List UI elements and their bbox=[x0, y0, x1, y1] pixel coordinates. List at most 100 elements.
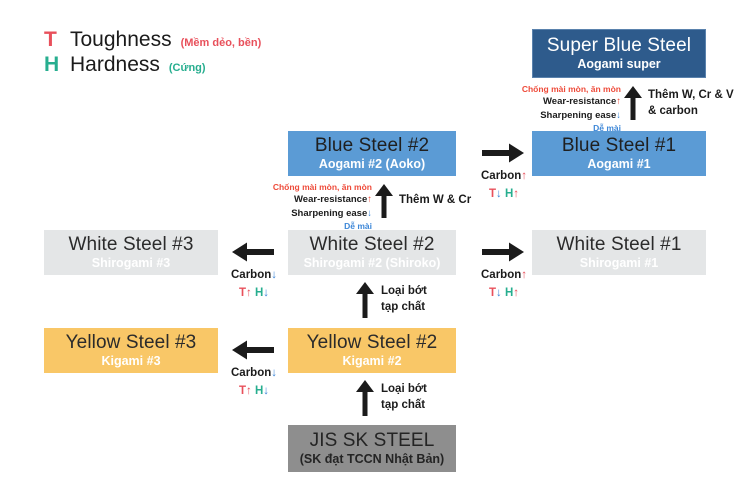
arrow-down-icon: ↓ bbox=[263, 384, 270, 397]
toughness-key: T bbox=[488, 187, 496, 200]
node-subtitle: Kigami #3 bbox=[101, 354, 161, 369]
hardness-key: H bbox=[254, 384, 264, 397]
legend-word-toughness: Toughness bbox=[70, 28, 172, 51]
legend-row-hardness: H Hardness (Cứng) bbox=[44, 53, 261, 76]
legend-vn-toughness: (Mềm dẻo, bền) bbox=[180, 37, 262, 49]
arrow-down-icon: ↓ bbox=[496, 286, 502, 299]
annotation-sharpening-ease: Sharpening ease↓ bbox=[262, 207, 372, 220]
arrow-down-icon: ↓ bbox=[496, 187, 502, 200]
node-title: White Steel #3 bbox=[68, 233, 194, 255]
carbon-label: Carbon bbox=[481, 170, 522, 182]
hardness-key: H bbox=[504, 187, 514, 200]
arrow-up-purify-yellow bbox=[355, 378, 375, 416]
node-white-steel-2[interactable]: White Steel #2 Shirogami #2 (Shiroko) bbox=[288, 230, 456, 275]
purify-line-2: tạp chất bbox=[381, 398, 426, 411]
arrow-label-yellow-carbon-down: Carbon↓ T↑ H↓ bbox=[216, 365, 292, 401]
annotation-blue-text: Chống mài mòn, ăn mòn Wear-resistance↑ S… bbox=[262, 181, 372, 232]
arrow-left-yellow-steel bbox=[232, 339, 274, 361]
arrow-up-icon: ↑ bbox=[521, 170, 527, 182]
arrow-left-white-steel bbox=[232, 241, 274, 263]
node-yellow-steel-2[interactable]: Yellow Steel #2 Kigami #2 bbox=[288, 328, 456, 373]
additives-line-1: Thêm W & Cr bbox=[399, 194, 472, 206]
arrow-up-blue-steel bbox=[374, 182, 394, 218]
arrow-label-white-carbon-up: Carbon ↑ T↓ H↑ bbox=[466, 267, 542, 303]
arrow-up-icon: ↑ bbox=[246, 384, 252, 397]
node-subtitle: Shirogami #2 (Shiroko) bbox=[303, 256, 441, 271]
hardness-key: H bbox=[254, 286, 264, 299]
node-title: White Steel #1 bbox=[556, 233, 682, 255]
arrow-right-blue-steel bbox=[482, 142, 524, 164]
additives-line-2: & carbon bbox=[648, 104, 698, 117]
annotation-purify-white: Loại bớt tạp chất bbox=[381, 284, 427, 315]
annotation-wear-resistance-label: Wear-resistance bbox=[543, 96, 617, 108]
purify-line-1: Loại bớt bbox=[381, 383, 427, 395]
node-title: Super Blue Steel bbox=[546, 34, 692, 56]
node-title: Yellow Steel #2 bbox=[306, 331, 438, 353]
arrow-label-white-carbon-down: Carbon↓ T↑ H↓ bbox=[216, 267, 292, 303]
node-subtitle: Aogami #2 (Aoko) bbox=[318, 157, 426, 172]
carbon-label: Carbon bbox=[231, 367, 272, 379]
annotation-sharpening-ease: Sharpening ease↓ bbox=[511, 109, 621, 122]
purify-line-2: tạp chất bbox=[381, 300, 426, 313]
additives-line-1: Thêm W, Cr & V bbox=[648, 89, 734, 101]
toughness-key: T bbox=[238, 384, 246, 397]
arrow-down-icon: ↓ bbox=[271, 367, 277, 379]
legend-word-hardness: Hardness bbox=[70, 53, 160, 77]
legend: T Toughness (Mềm dẻo, bền) H Hardness (C… bbox=[44, 28, 261, 78]
legend-key-hardness: H bbox=[44, 53, 60, 77]
hardness-key: H bbox=[504, 286, 514, 299]
arrow-up-icon: ↑ bbox=[246, 286, 252, 299]
node-subtitle: Shirogami #1 bbox=[579, 256, 659, 271]
purify-line-1: Loại bớt bbox=[381, 285, 427, 297]
arrow-up-super-blue bbox=[623, 84, 643, 120]
annotation-sharpening-ease-label: Sharpening ease bbox=[291, 207, 368, 219]
node-subtitle: Shirogami #3 bbox=[91, 256, 171, 271]
arrow-label-blue-carbon: Carbon↑ T↓ H↑ bbox=[466, 168, 542, 204]
carbon-label: Carbon bbox=[481, 269, 522, 281]
legend-key-toughness: T bbox=[44, 28, 57, 51]
annotation-wear-resistance: Wear-resistance↑ bbox=[511, 95, 621, 108]
toughness-hardness-line: T↓ H↑ bbox=[466, 285, 542, 303]
toughness-key: T bbox=[238, 286, 246, 299]
toughness-hardness-line: T↓ H↑ bbox=[466, 186, 542, 204]
node-yellow-steel-3[interactable]: Yellow Steel #3 Kigami #3 bbox=[44, 328, 218, 373]
arrow-down-icon: ↓ bbox=[263, 286, 270, 299]
node-white-steel-3[interactable]: White Steel #3 Shirogami #3 bbox=[44, 230, 218, 275]
node-subtitle: Aogami super bbox=[577, 57, 661, 72]
annotation-super-blue-text: Chống mài mòn, ăn mòn Wear-resistance↑ S… bbox=[511, 83, 621, 134]
node-blue-steel-2[interactable]: Blue Steel #2 Aogami #2 (Aoko) bbox=[288, 131, 456, 176]
arrow-up-icon: ↑ bbox=[616, 96, 621, 108]
arrow-down-icon: ↓ bbox=[616, 109, 621, 121]
node-blue-steel-1[interactable]: Blue Steel #1 Aogami #1 bbox=[532, 131, 706, 176]
node-jis-sk-steel[interactable]: JIS SK STEEL (SK đạt TCCN Nhật Bản) bbox=[288, 425, 456, 472]
arrow-up-icon: ↑ bbox=[513, 286, 520, 299]
node-title: White Steel #2 bbox=[309, 233, 435, 255]
node-subtitle: Aogami #1 bbox=[587, 157, 651, 172]
annotation-vn-bottom: Dễ mài bbox=[344, 221, 372, 232]
node-title: JIS SK STEEL bbox=[309, 429, 435, 451]
annotation-blue-additives: Thêm W & Cr bbox=[399, 193, 471, 209]
arrow-up-icon: ↑ bbox=[513, 187, 520, 200]
legend-row-toughness: T Toughness (Mềm dẻo, bền) bbox=[44, 28, 261, 51]
node-subtitle: Kigami #2 bbox=[342, 354, 402, 369]
annotation-wear-resistance: Wear-resistance↑ bbox=[262, 193, 372, 206]
node-title: Blue Steel #2 bbox=[314, 134, 430, 156]
annotation-purify-yellow: Loại bớt tạp chất bbox=[381, 382, 427, 413]
toughness-hardness-line: T↑ H↓ bbox=[216, 383, 292, 401]
annotation-wear-resistance-label: Wear-resistance bbox=[294, 194, 368, 206]
node-subtitle: (SK đạt TCCN Nhật Bản) bbox=[299, 452, 445, 467]
annotation-sharpening-ease-label: Sharpening ease bbox=[540, 109, 617, 121]
node-title: Yellow Steel #3 bbox=[65, 331, 197, 353]
node-title: Blue Steel #1 bbox=[561, 134, 677, 156]
arrow-right-white-steel bbox=[482, 241, 524, 263]
arrow-down-icon: ↓ bbox=[271, 269, 277, 281]
arrow-up-icon: ↑ bbox=[367, 194, 372, 206]
node-super-blue-steel[interactable]: Super Blue Steel Aogami super bbox=[532, 29, 706, 78]
annotation-vn-top: Chống mài mòn, ăn mòn bbox=[272, 182, 372, 192]
legend-vn-hardness: (Cứng) bbox=[168, 62, 206, 75]
annotation-super-blue-additives: Thêm W, Cr & V & carbon bbox=[648, 88, 734, 119]
annotation-vn-bottom: Dễ mài bbox=[593, 123, 621, 134]
node-white-steel-1[interactable]: White Steel #1 Shirogami #1 bbox=[532, 230, 706, 275]
arrow-up-purify-white bbox=[355, 280, 375, 318]
